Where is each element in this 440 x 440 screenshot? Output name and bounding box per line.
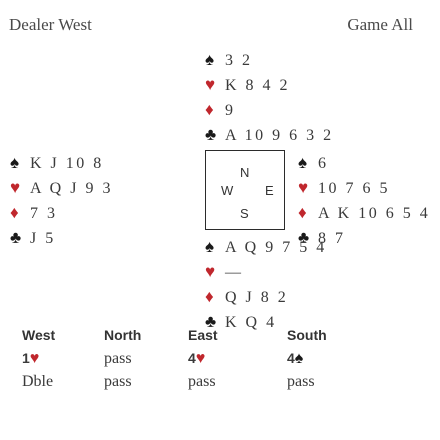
north-clubs-cards: A 10 9 6 3 2 — [225, 127, 334, 144]
club-icon: ♣ — [10, 228, 22, 247]
auction-bid: pass — [287, 373, 315, 390]
diamond-icon: ♦ — [298, 203, 307, 222]
north-hearts: ♥ K 8 4 2 — [205, 72, 334, 97]
bid-level: 4 — [287, 350, 295, 366]
diamond-icon: ♦ — [10, 203, 19, 222]
heart-icon: ♥ — [205, 262, 216, 281]
north-spades: ♠ 3 2 — [205, 47, 334, 72]
diamond-icon: ♦ — [205, 100, 214, 119]
heart-icon: ♥ — [205, 75, 216, 94]
auction-header-row: West North East South — [22, 327, 422, 350]
spade-icon: ♠ — [205, 237, 215, 256]
east-spades: ♠6 — [298, 150, 430, 175]
south-spades: ♠ A Q 9 7 5 4 — [205, 234, 327, 259]
heart-icon: ♥ — [298, 178, 309, 197]
north-clubs: ♣ A 10 9 6 3 2 — [205, 122, 334, 147]
auction-header-south: South — [287, 327, 327, 343]
west-diamonds: ♦ 7 3 — [10, 200, 113, 225]
auction-row: Dble pass pass pass — [22, 373, 422, 396]
east-diamonds-cards: A K 10 6 5 4 — [318, 205, 431, 222]
club-icon: ♣ — [298, 228, 310, 247]
east-clubs-cards: 8 7 — [318, 230, 346, 247]
east-hearts-cards: 10 7 6 5 — [318, 180, 390, 197]
east-diamonds: ♦ A K 10 6 5 4 — [298, 200, 430, 225]
auction-header-east: East — [188, 327, 218, 343]
east-hearts: ♥ 10 7 6 5 — [298, 175, 430, 200]
compass-south: S — [240, 206, 249, 221]
compass-north: N — [240, 165, 250, 180]
auction-bid: pass — [188, 373, 216, 390]
west-spades-cards: K J 10 8 — [30, 155, 104, 172]
west-diamonds-cards: 7 3 — [30, 205, 58, 222]
east-hand: ♠6 ♥10 7 6 5 ♦A K 10 6 5 4 ♣8 7 — [298, 150, 430, 250]
dealer-label: Dealer West — [9, 15, 92, 34]
east-spades-cards: 6 — [318, 155, 329, 172]
auction-bid: pass — [104, 350, 132, 367]
spade-icon: ♠ — [205, 50, 215, 69]
auction-bid: 1♥ — [22, 350, 39, 368]
west-clubs: ♣ J 5 — [10, 225, 113, 250]
spade-icon: ♠ — [298, 153, 308, 172]
north-diamonds-cards: 9 — [225, 102, 236, 119]
south-hearts-cards: — — [225, 264, 244, 281]
diamond-icon: ♦ — [205, 287, 214, 306]
compass-box: N W E S — [205, 150, 285, 230]
auction-row: 1♥ pass 4♥ 4♠ — [22, 350, 422, 373]
auction-bid: 4♥ — [188, 350, 205, 368]
south-hand: ♠A Q 9 7 5 4 ♥— ♦Q J 8 2 ♣K Q 4 — [205, 234, 327, 334]
west-hand: ♠ K J 10 8 ♥ A Q J 9 3 ♦ 7 3 ♣ J 5 — [10, 150, 113, 250]
vulnerability-label: Game All — [347, 15, 413, 34]
auction-bid: pass — [104, 373, 132, 390]
club-icon: ♣ — [205, 312, 217, 331]
south-diamonds-cards: Q J 8 2 — [225, 289, 289, 306]
north-hand: ♠3 2 ♥K 8 4 2 ♦9 ♣A 10 9 6 3 2 — [205, 47, 334, 147]
spade-icon: ♠ — [10, 153, 20, 172]
south-clubs-cards: K Q 4 — [225, 314, 277, 331]
east-clubs: ♣ 8 7 — [298, 225, 430, 250]
south-diamonds: ♦ Q J 8 2 — [205, 284, 327, 309]
heart-icon: ♥ — [195, 350, 206, 367]
south-clubs: ♣ K Q 4 — [205, 309, 327, 334]
west-hearts: ♥ A Q J 9 3 — [10, 175, 113, 200]
auction-bid: 4♠ — [287, 350, 303, 368]
auction-table: West North East South 1♥ pass 4♥ 4♠ Dble… — [22, 327, 422, 396]
compass-east: E — [265, 183, 274, 198]
west-clubs-cards: J 5 — [30, 230, 56, 247]
north-diamonds: ♦9 — [205, 97, 334, 122]
heart-icon: ♥ — [10, 178, 21, 197]
compass-west: W — [221, 183, 234, 198]
north-spades-cards: 3 2 — [225, 52, 253, 69]
auction-bid: Dble — [22, 373, 54, 390]
club-icon: ♣ — [205, 125, 217, 144]
west-hearts-cards: A Q J 9 3 — [30, 180, 113, 197]
west-spades: ♠ K J 10 8 — [10, 150, 113, 175]
south-hearts: ♥— — [205, 259, 327, 284]
bid-level: 1 — [22, 350, 30, 366]
auction-header-west: West — [22, 327, 56, 343]
bid-level: 4 — [188, 350, 196, 366]
south-spades-cards: A Q 9 7 5 4 — [225, 239, 327, 256]
north-hearts-cards: K 8 4 2 — [225, 77, 291, 94]
heart-icon: ♥ — [29, 350, 40, 367]
spade-icon: ♠ — [294, 350, 304, 367]
auction-header-north: North — [104, 327, 142, 343]
